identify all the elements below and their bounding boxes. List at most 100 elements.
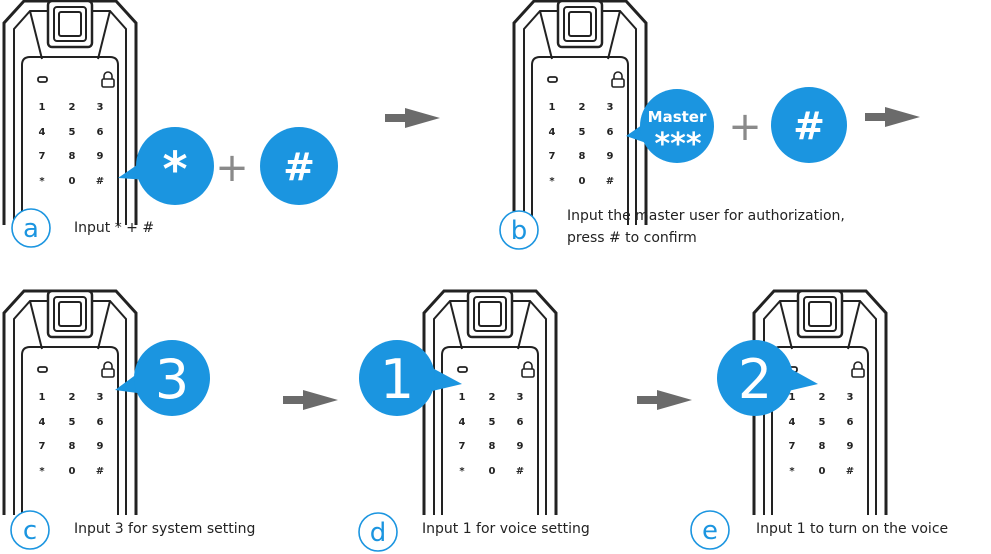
keypad-key: * bbox=[549, 176, 555, 187]
keypad-key: 2 bbox=[69, 392, 76, 403]
keypad-key: 9 bbox=[847, 441, 854, 452]
lock-c: 1 2 3 4 5 6 7 8 9 * 0 # bbox=[2, 289, 138, 515]
keypad-key: 0 bbox=[579, 176, 586, 187]
keypad-key: # bbox=[606, 176, 614, 187]
keypad-key: 7 bbox=[549, 151, 556, 162]
digit-one: 1 bbox=[380, 348, 414, 411]
caption-step-c: Input 3 for system setting bbox=[74, 521, 256, 537]
caption-step-b-line1: Input the master user for authorization, bbox=[567, 208, 845, 224]
caption-step-b-line2: press # to confirm bbox=[567, 230, 697, 246]
keypad-key: 1 bbox=[789, 392, 796, 403]
keypad-key: * bbox=[459, 466, 465, 477]
caption-step-e: Input 1 to turn on the voice bbox=[756, 521, 949, 537]
hash-symbol: # bbox=[793, 104, 825, 148]
keypad-key: # bbox=[96, 176, 104, 187]
step-marker-d: d bbox=[358, 512, 398, 552]
step-marker-a: a bbox=[11, 208, 51, 248]
keypad-a: 1 2 3 4 5 6 7 8 9 * 0 # bbox=[37, 71, 115, 187]
keypad-key: # bbox=[96, 466, 104, 477]
keypad-key: 8 bbox=[69, 441, 76, 452]
step-letter: e bbox=[702, 516, 718, 546]
keypad-key: 2 bbox=[819, 392, 826, 403]
callout-master-bubble: Master *** bbox=[626, 89, 714, 163]
master-label: Master bbox=[648, 108, 707, 126]
keypad-key: 9 bbox=[607, 151, 614, 162]
keypad-key: # bbox=[516, 466, 524, 477]
keypad-key: 8 bbox=[819, 441, 826, 452]
keypad-key: 3 bbox=[607, 102, 614, 113]
star-symbol: * bbox=[162, 142, 187, 198]
keypad-key: 4 bbox=[789, 417, 796, 428]
padlock-icon bbox=[101, 361, 115, 378]
padlock-icon bbox=[521, 361, 535, 378]
keypad-key: 4 bbox=[39, 417, 46, 428]
keypad-key: 0 bbox=[819, 466, 826, 477]
padlock-icon bbox=[101, 71, 115, 88]
step-letter: a bbox=[23, 214, 39, 244]
step-marker-e: e bbox=[690, 510, 730, 550]
master-code: *** bbox=[654, 127, 701, 162]
keypad-key: * bbox=[39, 466, 45, 477]
caption-step-a: Input * + # bbox=[74, 220, 155, 236]
keypad-key: 4 bbox=[549, 127, 556, 138]
step-letter: c bbox=[23, 516, 37, 546]
keypad-key: 5 bbox=[579, 127, 586, 138]
arrow-right-icon bbox=[283, 390, 338, 410]
hash-bubble: # bbox=[260, 127, 338, 205]
keypad-key: 7 bbox=[459, 441, 466, 452]
keypad-key: 2 bbox=[579, 102, 586, 113]
callout-three-bubble: 3 bbox=[115, 340, 210, 416]
keypad-b: 1 2 3 4 5 6 7 8 9 * 0 # bbox=[547, 71, 625, 187]
lock-d: 1 2 3 4 5 6 7 8 9 * 0 # bbox=[422, 289, 558, 515]
callout-star-bubble: * bbox=[118, 127, 214, 205]
arrow-right-icon bbox=[865, 107, 920, 127]
hash-symbol: # bbox=[283, 145, 315, 189]
keypad-key: 2 bbox=[69, 102, 76, 113]
step-letter: b bbox=[511, 216, 528, 246]
keypad-key: 1 bbox=[549, 102, 556, 113]
step-marker-c: c bbox=[10, 510, 50, 550]
keypad-key: 0 bbox=[69, 466, 76, 477]
arrow-right-icon bbox=[385, 108, 440, 128]
step-letter: d bbox=[370, 518, 387, 548]
keypad-key: 0 bbox=[489, 466, 496, 477]
lock-a: 1 2 3 4 5 6 7 8 9 * 0 # bbox=[2, 0, 138, 225]
keypad-key: 6 bbox=[97, 127, 104, 138]
arrow-right-icon bbox=[637, 390, 692, 410]
digit-two: 2 bbox=[738, 348, 772, 411]
keypad-key: 3 bbox=[97, 392, 104, 403]
backspace-icon bbox=[37, 366, 48, 373]
plus-sign: + bbox=[728, 104, 762, 150]
keypad-key: 7 bbox=[39, 151, 46, 162]
step-marker-b: b bbox=[499, 210, 539, 250]
keypad-key: 6 bbox=[847, 417, 854, 428]
backspace-icon bbox=[457, 366, 468, 373]
keypad-key: 7 bbox=[39, 441, 46, 452]
backspace-icon bbox=[547, 76, 558, 83]
backspace-icon bbox=[37, 76, 48, 83]
keypad-key: # bbox=[846, 466, 854, 477]
caption-step-d: Input 1 for voice setting bbox=[422, 521, 590, 537]
keypad-key: 8 bbox=[579, 151, 586, 162]
callout-one-bubble: 1 bbox=[359, 340, 462, 416]
keypad-key: 2 bbox=[489, 392, 496, 403]
lock-b: 1 2 3 4 5 6 7 8 9 * 0 # bbox=[512, 0, 648, 225]
keypad-key: 0 bbox=[69, 176, 76, 187]
keypad-key: 7 bbox=[789, 441, 796, 452]
keypad-key: 8 bbox=[489, 441, 496, 452]
keypad-key: 6 bbox=[97, 417, 104, 428]
keypad-key: 3 bbox=[847, 392, 854, 403]
keypad-key: 3 bbox=[517, 392, 524, 403]
padlock-icon bbox=[851, 361, 865, 378]
keypad-key: 3 bbox=[97, 102, 104, 113]
hash-bubble: # bbox=[771, 87, 847, 163]
keypad-key: 5 bbox=[489, 417, 496, 428]
keypad-key: 5 bbox=[69, 417, 76, 428]
keypad-key: 5 bbox=[819, 417, 826, 428]
lock-e: 1 2 3 4 5 6 7 8 9 * 0 # bbox=[752, 289, 888, 515]
plus-sign: + bbox=[215, 145, 249, 191]
keypad-key: 8 bbox=[69, 151, 76, 162]
keypad-key: 6 bbox=[517, 417, 524, 428]
padlock-icon bbox=[611, 71, 625, 88]
